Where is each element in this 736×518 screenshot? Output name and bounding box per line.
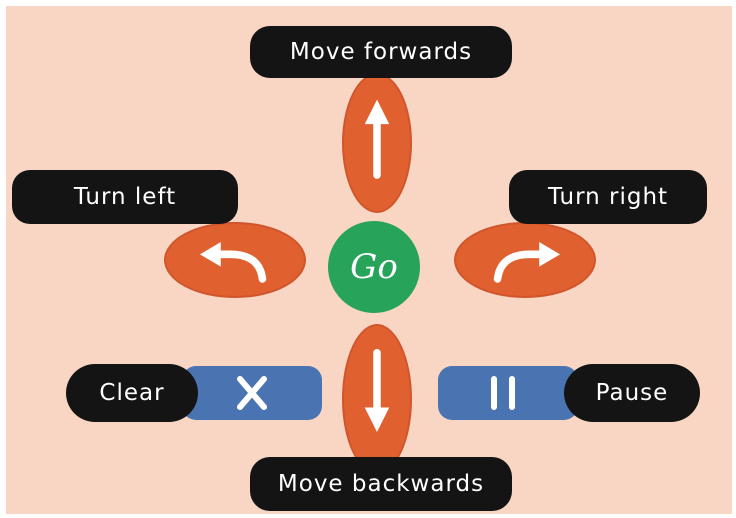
pause-icon — [491, 376, 515, 410]
turn-right-icon — [493, 242, 561, 283]
arrow-down-icon — [364, 349, 390, 432]
turn-right-label: Turn right — [509, 170, 707, 224]
turn-left-label: Turn left — [12, 170, 238, 224]
turn-right-button[interactable] — [454, 222, 596, 298]
move-backwards-label: Move backwards — [250, 457, 512, 511]
control-panel: Move forwards Move backwards Turn left T… — [6, 6, 732, 514]
turn-left-icon — [199, 242, 267, 283]
x-icon — [237, 376, 267, 410]
move-forwards-button[interactable] — [342, 73, 412, 213]
arrow-up-icon — [364, 99, 390, 179]
clear-button[interactable] — [182, 366, 322, 420]
pause-label: Pause — [564, 364, 700, 422]
pause-button[interactable] — [438, 366, 578, 420]
clear-label: Clear — [66, 364, 198, 422]
move-backwards-button[interactable] — [342, 324, 412, 474]
go-button[interactable]: Go — [328, 221, 420, 313]
turn-left-button[interactable] — [164, 222, 306, 298]
move-forwards-label: Move forwards — [250, 26, 512, 78]
